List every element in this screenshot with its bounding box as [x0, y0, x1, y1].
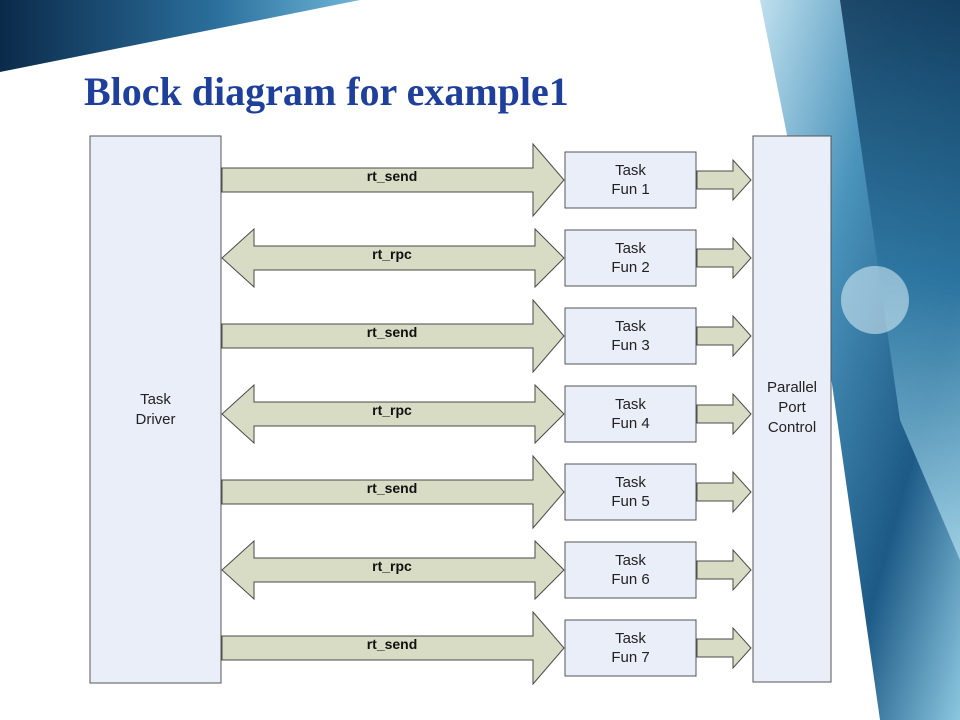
arrow-label-3: rt_send [367, 324, 418, 340]
task-fun-box-5 [564, 463, 697, 521]
send-arrow-5 [221, 454, 565, 530]
arrow-label-6: rt_rpc [372, 558, 412, 574]
send-arrow-3 [221, 298, 565, 374]
task-fun-label-line2-1: Fun 1 [611, 181, 649, 198]
task-driver-label-line1: Task [140, 391, 171, 408]
parallel-port-box [752, 135, 832, 683]
output-arrow-7 [696, 626, 752, 670]
task-fun-box-3 [564, 307, 697, 365]
arrow-label-1: rt_send [367, 168, 418, 184]
arrow-label-2: rt_rpc [372, 246, 412, 262]
send-arrow-1 [221, 142, 565, 218]
task-fun-label-line2-4: Fun 4 [611, 415, 649, 432]
parallel-port-label-line2: Port [778, 399, 806, 416]
arrow-label-4: rt_rpc [372, 402, 412, 418]
output-arrow-2 [696, 236, 752, 280]
task-fun-label-line2-5: Fun 5 [611, 493, 649, 510]
task-fun-label-line2-6: Fun 6 [611, 571, 649, 588]
parallel-port-label-line3: Control [768, 419, 816, 436]
task-fun-label-line2-7: Fun 7 [611, 649, 649, 666]
task-fun-box-7 [564, 619, 697, 677]
task-fun-label-line1-6: Task [615, 552, 646, 569]
task-fun-box-1 [564, 151, 697, 209]
output-arrow-5 [696, 470, 752, 514]
task-fun-label-line1-2: Task [615, 240, 646, 257]
rpc-double-arrow-4 [221, 383, 565, 445]
task-fun-label-line1-7: Task [615, 630, 646, 647]
output-arrow-6 [696, 548, 752, 592]
task-fun-label-line1-5: Task [615, 474, 646, 491]
rpc-double-arrow-6 [221, 539, 565, 601]
task-fun-box-4 [564, 385, 697, 443]
rpc-double-arrow-2 [221, 227, 565, 289]
task-fun-label-line1-3: Task [615, 318, 646, 335]
task-driver-box [89, 135, 222, 684]
arrow-label-5: rt_send [367, 480, 418, 496]
output-arrow-4 [696, 392, 752, 436]
output-arrow-1 [696, 158, 752, 202]
right-panel-glow [841, 266, 909, 334]
task-fun-label-line1-4: Task [615, 396, 646, 413]
output-arrow-3 [696, 314, 752, 358]
send-arrow-7 [221, 610, 565, 686]
parallel-port-label-line1: Parallel [767, 379, 817, 396]
task-fun-box-6 [564, 541, 697, 599]
task-fun-label-line2-2: Fun 2 [611, 259, 649, 276]
slide-title: Block diagram for example1 [84, 69, 569, 114]
task-fun-label-line1-1: Task [615, 162, 646, 179]
task-driver-label-line2: Driver [136, 411, 176, 428]
top-band [0, 0, 360, 72]
task-fun-label-line2-3: Fun 3 [611, 337, 649, 354]
task-fun-box-2 [564, 229, 697, 287]
arrow-label-7: rt_send [367, 636, 418, 652]
